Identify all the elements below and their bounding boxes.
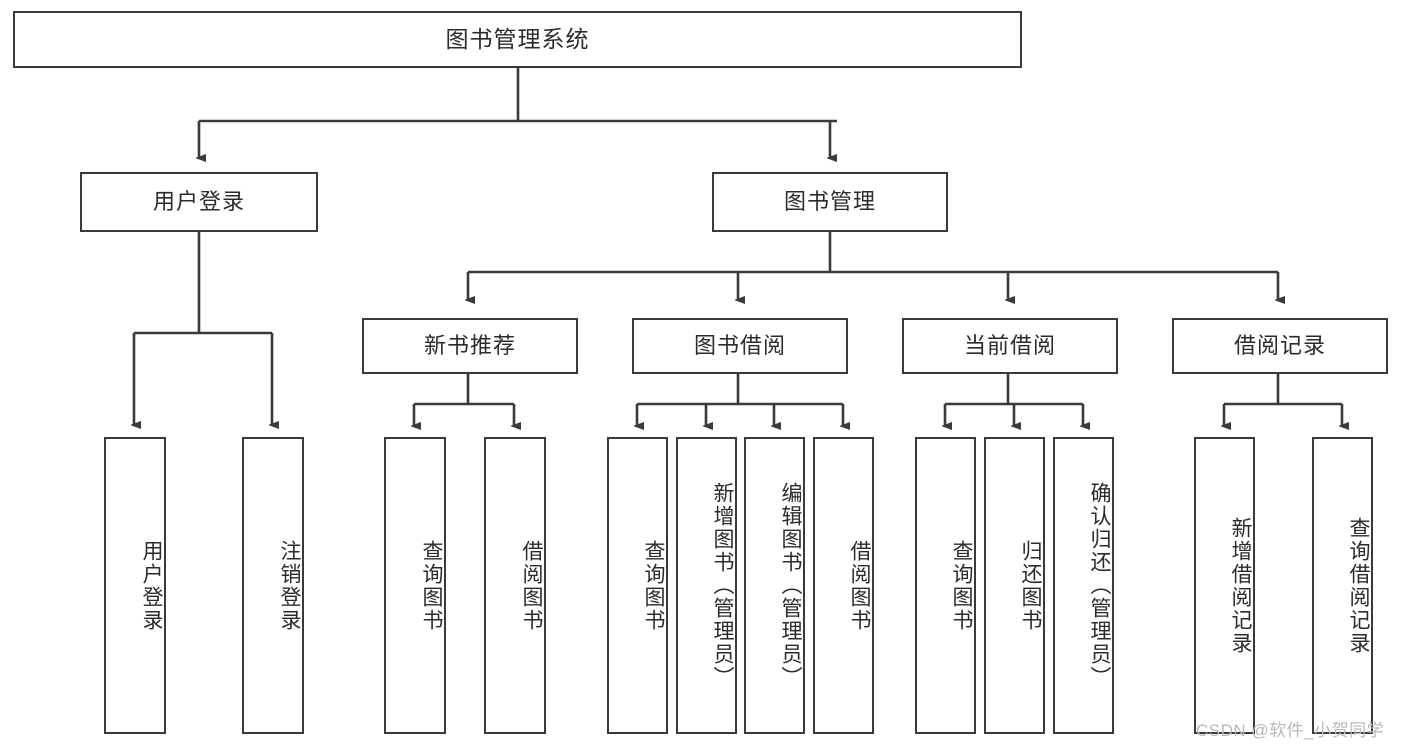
leaf-label: 借阅图书 [848,539,871,632]
node-root-label: 图书管理系统 [445,25,590,52]
leaf-label: 查询图书 [950,539,973,632]
leaf-new-book-query[interactable]: 查询图书 [384,437,446,734]
node-new-book-recommend-label: 新书推荐 [423,332,516,358]
leaf-label: 归还图书 [1019,539,1042,632]
node-book-borrow[interactable]: 图书借阅 [632,318,848,374]
leaf-label: 查询借阅记录 [1347,516,1370,655]
leaf-book-borrow-borrow[interactable]: 借阅图书 [813,437,874,734]
leaf-label: 查询图书 [420,539,443,632]
leaf-label: 确认归还（管理员） [1088,482,1111,689]
csdn-watermark: CSDN @软件_小贺同学 [1196,721,1385,740]
leaf-label: 新增图书（管理员） [711,482,734,689]
node-current-borrow[interactable]: 当前借阅 [902,318,1118,374]
leaf-user-login-login[interactable]: 用户登录 [104,437,166,734]
node-book-management[interactable]: 图书管理 [712,172,948,232]
leaf-book-borrow-edit[interactable]: 编辑图书（管理员） [744,437,805,734]
leaf-borrow-record-query[interactable]: 查询借阅记录 [1312,437,1373,734]
node-new-book-recommend[interactable]: 新书推荐 [362,318,578,374]
leaf-borrow-record-add[interactable]: 新增借阅记录 [1194,437,1255,734]
leaf-current-borrow-confirm[interactable]: 确认归还（管理员） [1053,437,1114,734]
leaf-current-borrow-return[interactable]: 归还图书 [984,437,1045,734]
leaf-label: 借阅图书 [520,539,543,632]
leaf-user-login-logout[interactable]: 注销登录 [242,437,304,734]
leaf-book-borrow-query[interactable]: 查询图书 [607,437,668,734]
node-root[interactable]: 图书管理系统 [13,11,1022,68]
node-book-management-label: 图书管理 [783,188,876,214]
node-book-borrow-label: 图书借阅 [693,332,786,358]
leaf-label: 查询图书 [642,539,665,632]
leaf-current-borrow-query[interactable]: 查询图书 [915,437,976,734]
node-user-login-label: 用户登录 [152,188,245,214]
leaf-label: 注销登录 [278,539,301,632]
leaf-label: 新增借阅记录 [1229,516,1252,655]
leaf-new-book-borrow[interactable]: 借阅图书 [484,437,546,734]
node-user-login[interactable]: 用户登录 [80,172,318,232]
node-current-borrow-label: 当前借阅 [963,332,1056,358]
node-borrow-record-label: 借阅记录 [1233,332,1326,358]
leaf-label: 用户登录 [140,539,163,632]
leaf-label: 编辑图书（管理员） [779,482,802,689]
node-borrow-record[interactable]: 借阅记录 [1172,318,1388,374]
leaf-book-borrow-add[interactable]: 新增图书（管理员） [676,437,737,734]
